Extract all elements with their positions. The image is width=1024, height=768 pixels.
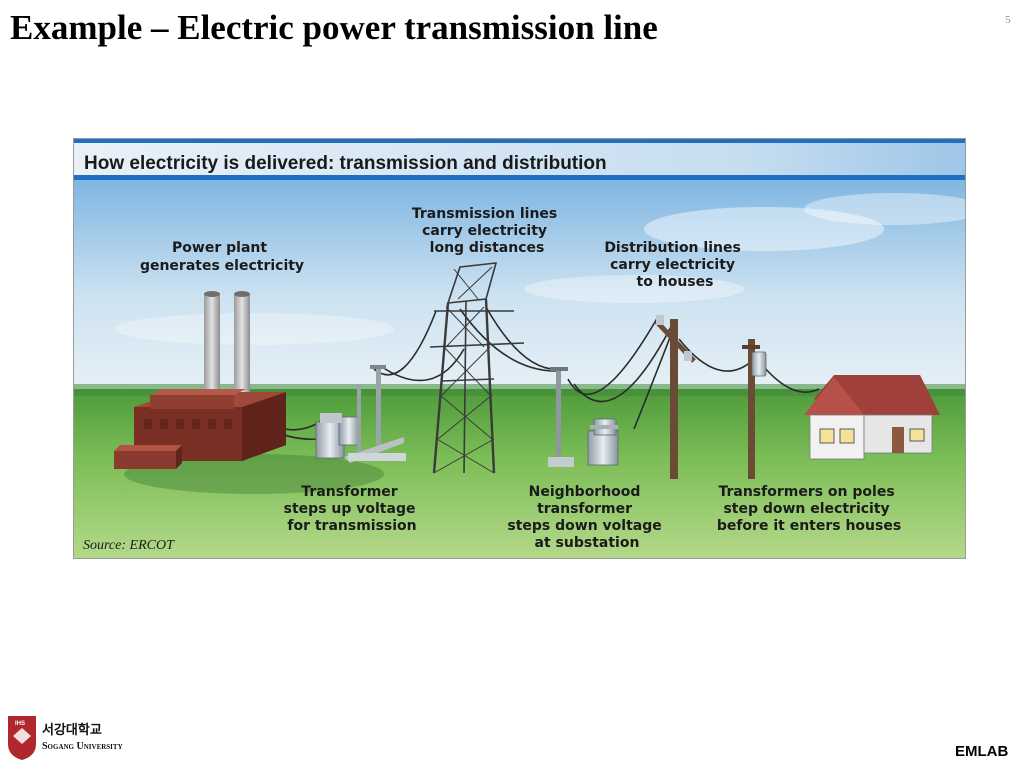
sky [74,179,965,394]
emblem-text: IHS [15,721,25,727]
slide-title: Example – Electric power transmission li… [10,8,658,47]
house [804,375,940,460]
footer-lab-name: EMLAB [955,743,1009,760]
distribution-pole-1 [654,315,696,479]
label-pole-transformers: Transformers on poles step down electric… [717,484,901,534]
step-up-transformer [315,365,406,463]
label-distribution-lines: Distribution lines carry electricity to … [604,240,745,290]
label-transformer: Transformer steps up voltage for transmi… [284,484,421,534]
figure-source: Source: ERCOT [83,538,175,553]
label-power-plant: Power plant generates electricity [140,240,304,274]
substation-transformer [548,367,619,467]
figure-banner [74,139,965,179]
label-transmission-lines: Transmission lines carry electricity lon… [412,206,562,256]
figure-title: How electricity is delivered: transmissi… [84,153,607,174]
logo-korean-name: 서강대학교 [42,722,102,738]
delivery-diagram: How electricity is delivered: transmissi… [73,138,966,559]
slide-number: 5 [1005,14,1011,26]
logo-english-name: Sogang University [42,741,123,752]
sogang-university-logo: IHS 서강대학교 Sogang University [6,714,156,760]
power-plant [114,291,384,494]
label-neighborhood-transformer: Neighborhood transformer steps down volt… [507,484,666,551]
transmission-tower [429,262,525,474]
distribution-pole-2 [742,339,767,479]
